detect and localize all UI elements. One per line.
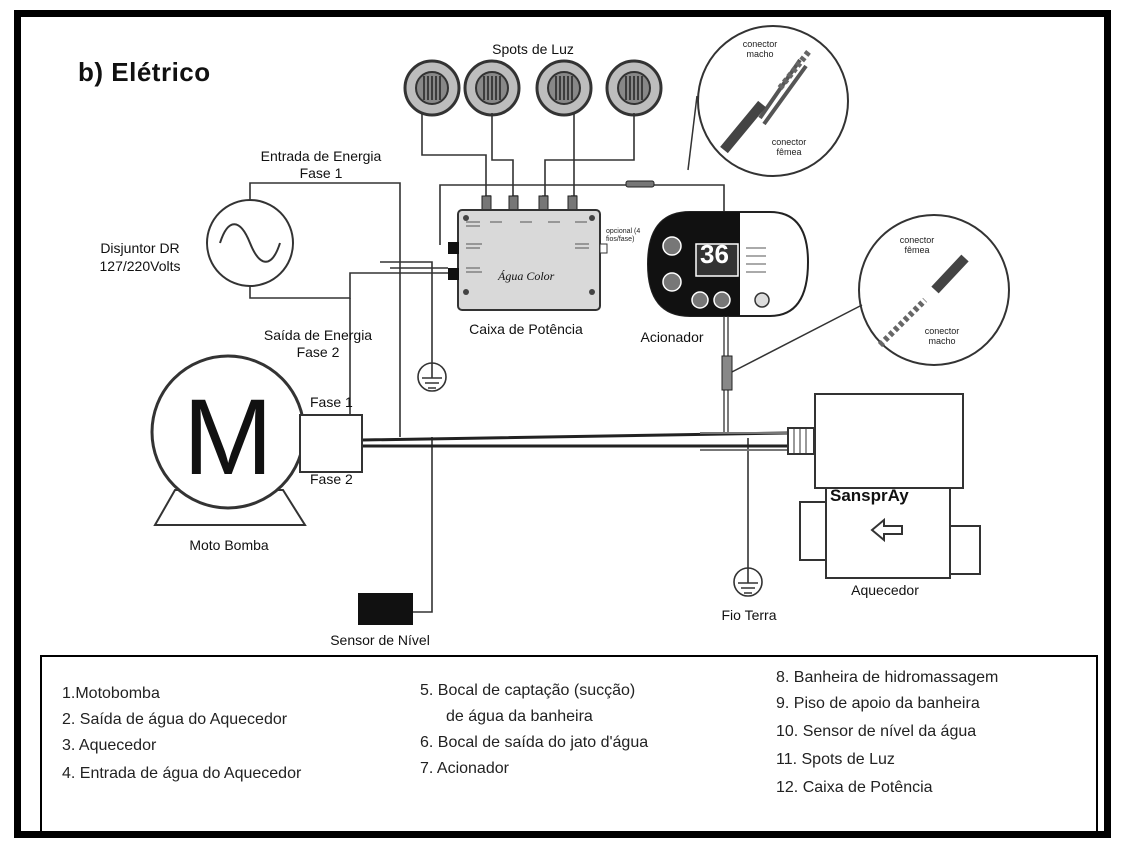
legend-item: 2. Saída de água do Aquecedor [62, 711, 288, 728]
level-sensor-label: Sensor de Nível [330, 632, 430, 648]
legend-item: 5. Bocal de captação (sucção) [420, 682, 636, 699]
heater [787, 393, 981, 579]
legend-item: 11. Spots de Luz [776, 751, 895, 768]
legend-item: 6. Bocal de saída do jato d'água [420, 734, 649, 751]
light-spot-4 [605, 59, 663, 117]
control-panel-label: Acionador [640, 329, 704, 345]
female-connector-label-2: conector fêmea [899, 235, 935, 255]
legend-item: 10. Sensor de nível da água [776, 723, 977, 740]
motor-letter: M [183, 376, 273, 497]
main-cable [361, 431, 789, 448]
power-box-brand: Água Color [498, 269, 555, 283]
light-spot-1 [403, 59, 461, 117]
ground-symbol-earth [733, 562, 763, 597]
power-output-label: Saída de Energia [263, 327, 373, 343]
heater-label: Aquecedor [851, 582, 919, 598]
legend-item: 3. Aquecedor [62, 737, 157, 754]
power-wires [249, 182, 749, 613]
breaker-voltage-label: 127/220Volts [99, 258, 181, 274]
legend-item: 7. Acionador [420, 760, 509, 777]
connector-detail-2 [721, 214, 1010, 391]
legend-item: de água da banheira [446, 708, 593, 725]
power-input-label: Entrada de Energia [260, 148, 382, 164]
light-spot-3 [535, 59, 593, 117]
power-input-phase-label: Fase 1 [299, 165, 343, 181]
male-connector-label-1: conector macho [742, 39, 778, 59]
spots-label: Spots de Luz [492, 41, 574, 57]
light-spot-2 [463, 59, 521, 117]
male-connector-label-2: conector macho [924, 326, 960, 346]
female-connector-label-1: conector fêmea [771, 137, 807, 157]
control-panel [646, 211, 810, 433]
breaker-label: Disjuntor DR [100, 240, 180, 256]
motor-label: Moto Bomba [189, 537, 269, 553]
breaker-dr [206, 199, 294, 287]
legend-item: 1.Motobomba [62, 685, 160, 702]
ground-symbol-box [417, 360, 447, 392]
legend-item: 8. Banheira de hidromassagem [776, 669, 999, 686]
level-sensor [358, 593, 413, 625]
legend-item: 4. Entrada de água do Aquecedor [62, 765, 302, 782]
legend-item: 9. Piso de apoio da banheira [776, 695, 980, 712]
connector-detail-1 [687, 25, 849, 177]
control-display-value: 36 [700, 239, 729, 269]
motor-phase-2-label: Fase 2 [310, 471, 353, 487]
legend-item: 12. Caixa de Potência [776, 779, 933, 796]
optional-label: opcional (4 fios/fase) [606, 228, 641, 243]
motor-pump [150, 354, 363, 526]
connector-plugs [481, 180, 655, 211]
heater-brand: SansprAy [830, 486, 909, 505]
earth-wire-label: Fio Terra [721, 607, 777, 623]
motor-phase-1-label: Fase 1 [310, 394, 353, 410]
power-box [448, 209, 608, 311]
power-output-phase-label: Fase 2 [296, 344, 340, 360]
page-title: b) Elétrico [78, 57, 211, 87]
power-box-label: Caixa de Potência [469, 321, 583, 337]
legend-box: 1.Motobomba 2. Saída de água do Aquecedo… [40, 655, 1098, 833]
